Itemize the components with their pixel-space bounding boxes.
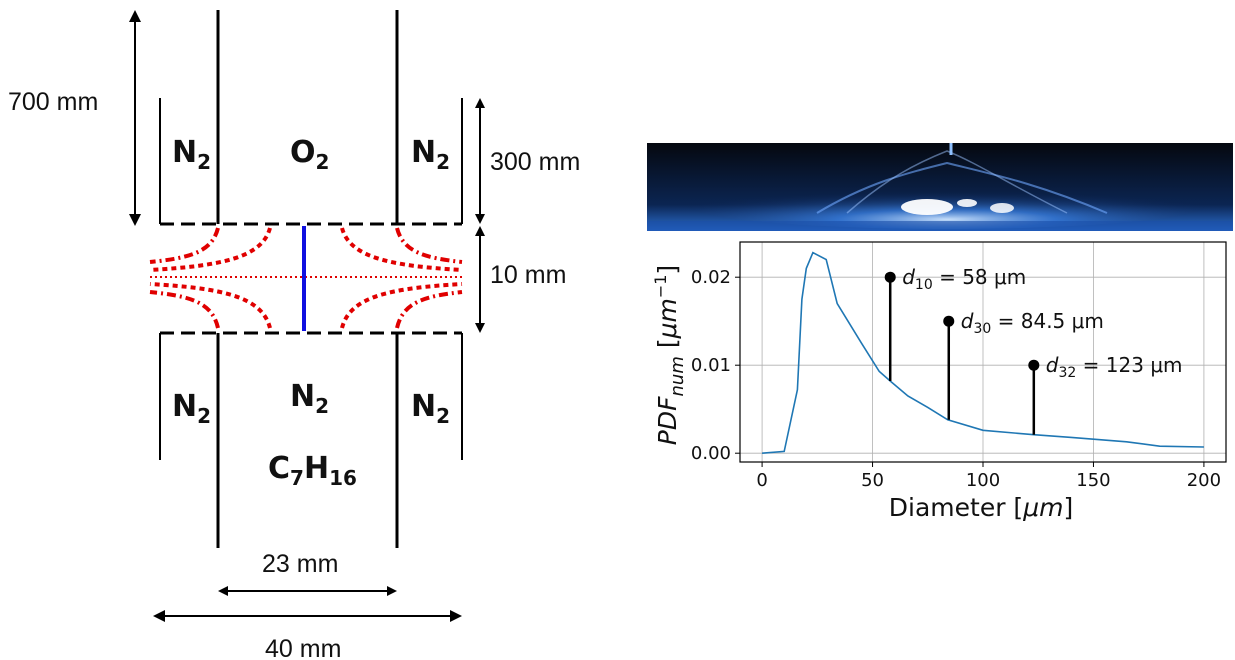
- label-d32: d32 = 123 μm: [1046, 353, 1183, 381]
- flame-curve-left-lower-outer: [149, 290, 220, 329]
- label-d10: d10 = 58 μm: [902, 265, 1026, 293]
- upper-nozzle: [159, 10, 463, 226]
- flame-curve-right-upper-inner: [340, 227, 463, 272]
- ytick-label-2: 0.02: [691, 267, 731, 288]
- marker-d30: [943, 315, 955, 327]
- chart-annotations: d10 = 58 μm d30 = 84.5 μm d32 = 123 μm: [884, 265, 1183, 435]
- label-10mm: 10 mm: [490, 261, 566, 289]
- label-n2-lower-center: N2: [290, 379, 329, 418]
- ytick-label-0: 0.00: [691, 443, 731, 464]
- label-n2-lower-left: N2: [172, 389, 211, 428]
- label-n2-upper-left: N2: [172, 135, 211, 174]
- label-o2-upper: O2: [290, 135, 329, 174]
- flame-curve-left-upper-outer: [149, 227, 220, 264]
- ytick-label-1: 0.01: [691, 355, 731, 376]
- flame-curve-left-lower-inner: [149, 282, 272, 329]
- marker-d32: [1028, 359, 1040, 371]
- flame-curve-right-lower-inner: [340, 282, 463, 329]
- xtick-label-200: 200: [1187, 470, 1221, 491]
- x-axis-label: Diameter [μm]: [889, 493, 1073, 522]
- xtick-label-0: 0: [756, 470, 767, 491]
- marker-d10: [884, 271, 896, 283]
- flame-curve-left-upper-inner: [149, 227, 272, 272]
- flame-curve-right-upper-outer: [395, 227, 463, 264]
- series-line-pdf: [762, 251, 1204, 454]
- lower-nozzle: [159, 331, 463, 548]
- xtick-label-50: 50: [861, 470, 884, 491]
- burner-schematic: 700 mm 300 mm 10 mm 23 mm 40 mm N2 O2 N2…: [8, 9, 580, 660]
- label-300mm: 300 mm: [490, 148, 580, 176]
- plot-frame: [739, 241, 1227, 463]
- label-n2-upper-right: N2: [411, 135, 450, 174]
- label-d30: d30 = 84.5 μm: [961, 309, 1104, 337]
- label-n2-lower-right: N2: [411, 389, 450, 428]
- label-23mm: 23 mm: [262, 550, 338, 578]
- chart-ticks: 0 50 100 150 200 0.00 0.01 0.02: [691, 267, 1221, 491]
- chart-grid: [740, 242, 1226, 462]
- y-axis-label: PDFnum [μm−1]: [651, 265, 688, 445]
- xtick-label-100: 100: [966, 470, 1000, 491]
- spray-flame-photo: [647, 143, 1233, 231]
- xtick-label-150: 150: [1076, 470, 1110, 491]
- label-heptane: C7H16: [268, 451, 357, 490]
- label-700mm: 700 mm: [8, 88, 98, 116]
- flame-curve-right-lower-outer: [395, 290, 463, 329]
- label-40mm: 40 mm: [265, 635, 341, 660]
